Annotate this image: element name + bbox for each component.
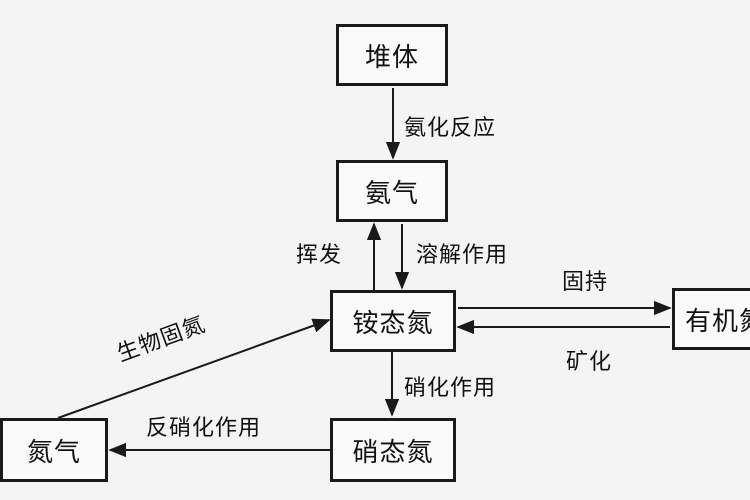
node-ammonia: 氨气 — [336, 160, 448, 222]
node-organic-nitrogen: 有机氮 — [672, 288, 750, 350]
label-mineralization: 矿化 — [566, 350, 613, 375]
label-dissolution: 溶解作用 — [416, 243, 509, 268]
arrow-nitrogen-gas-to-ammonium — [57, 318, 331, 419]
node-compost: 堆体 — [336, 24, 448, 86]
node-nitrate-nitrogen: 硝态氮 — [330, 418, 456, 482]
label-volatilization: 挥发 — [296, 243, 343, 268]
node-nitrogen-gas: 氮气 — [0, 418, 108, 482]
label-immobilization: 固持 — [562, 270, 609, 295]
node-ammonium-nitrogen: 铵态氮 — [330, 290, 456, 352]
label-denitrification: 反硝化作用 — [146, 416, 262, 441]
label-ammonification: 氨化反应 — [404, 116, 497, 141]
label-nitrification: 硝化作用 — [404, 376, 497, 401]
